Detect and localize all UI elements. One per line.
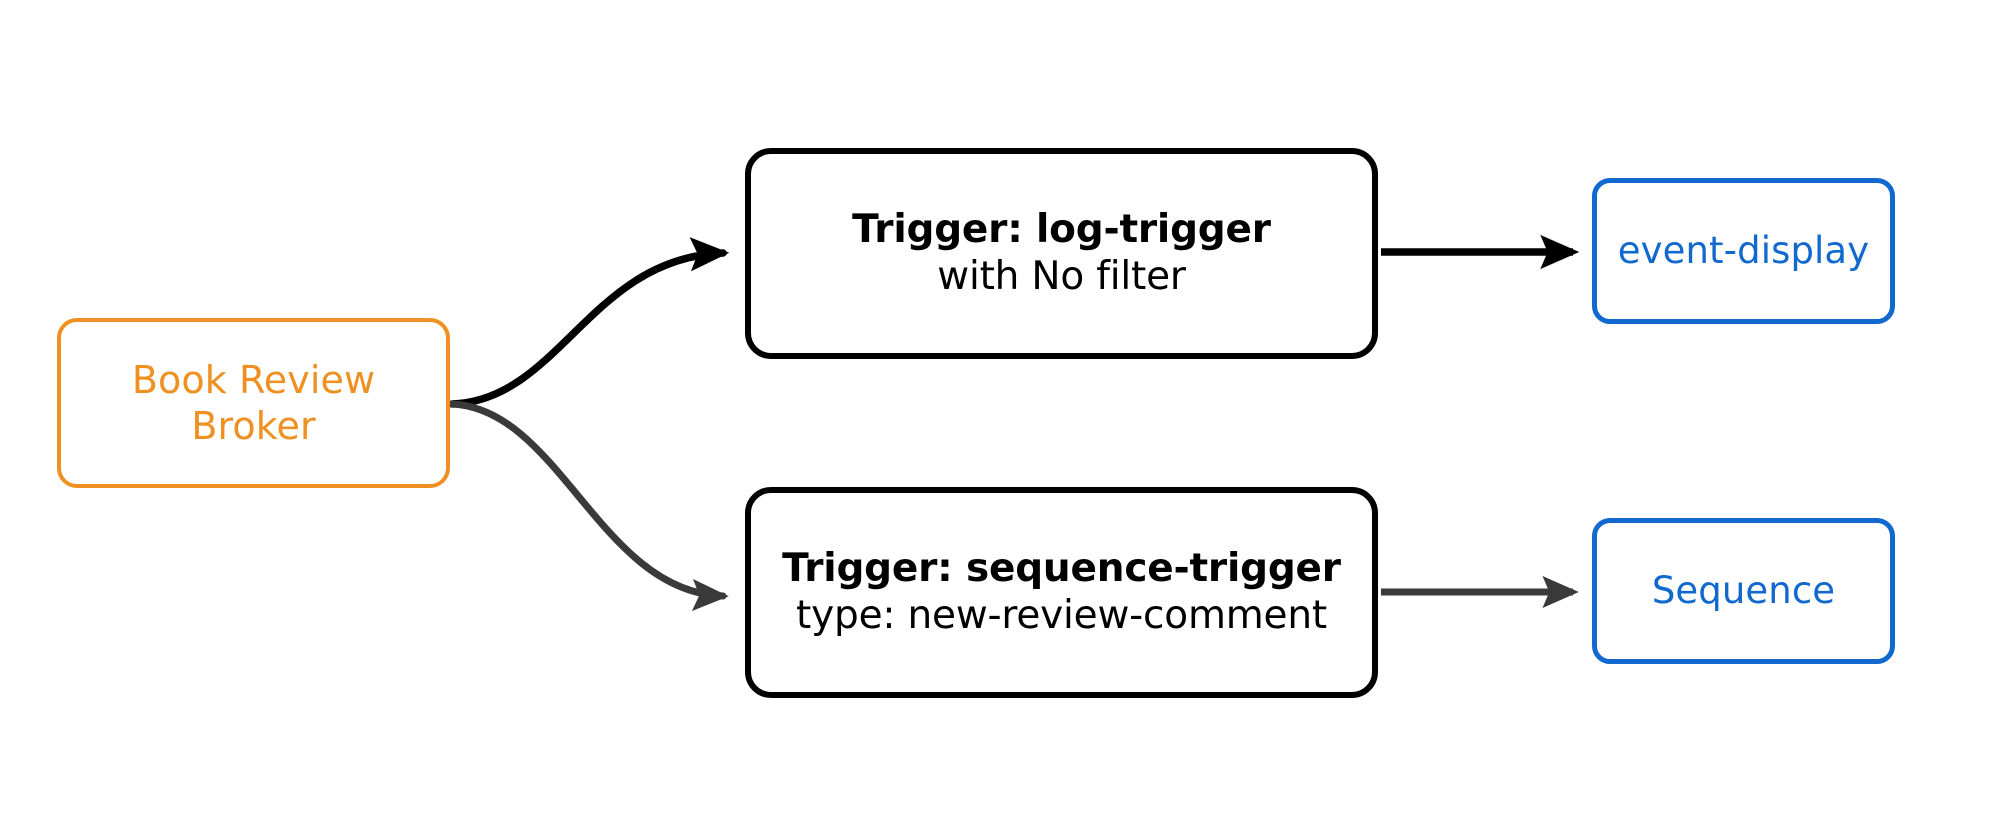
edge-broker-to-log-trigger [448,237,730,408]
node-log-trigger[interactable]: Trigger: log-trigger with No filter [745,148,1378,359]
broker-label-line1: Book Review [131,357,376,402]
sequence-trigger-subtitle: type: new-review-comment [796,592,1327,638]
node-sequence-trigger[interactable]: Trigger: sequence-trigger type: new-revi… [745,487,1378,698]
node-book-review-broker[interactable]: Book Review Broker [57,318,450,488]
edge-broker-to-sequence-trigger [448,400,729,611]
sequence-trigger-title: Trigger: sequence-trigger [782,546,1341,592]
sequence-sink-label: Sequence [1651,568,1836,612]
node-sequence-sink[interactable]: Sequence [1592,518,1895,664]
log-trigger-subtitle: with No filter [937,253,1186,299]
broker-label-line2: Broker [191,404,316,448]
node-event-display[interactable]: event-display [1592,178,1895,324]
event-display-label: event-display [1617,228,1870,272]
log-trigger-title: Trigger: log-trigger [852,207,1271,253]
